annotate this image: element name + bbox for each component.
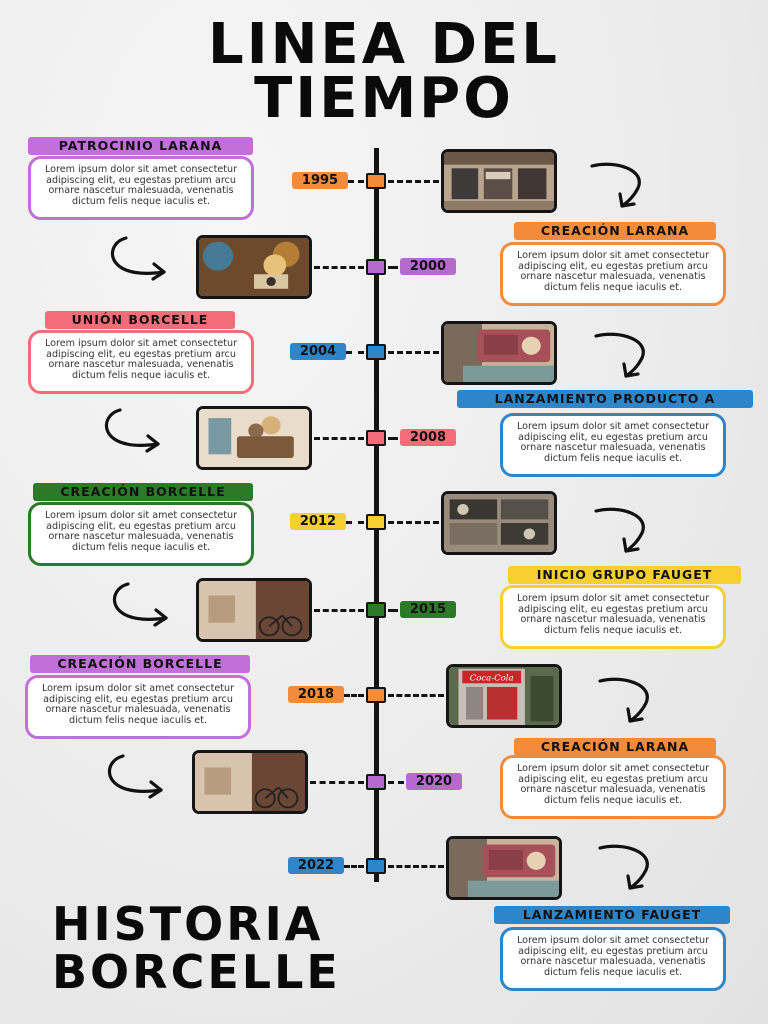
connector-dash — [314, 609, 364, 612]
footer-title: HISTORIA BORCELLE — [52, 900, 452, 996]
curved-arrow-icon — [103, 750, 171, 802]
curved-arrow-icon — [106, 232, 174, 284]
connector-dash — [310, 781, 364, 784]
curved-arrow-icon — [590, 505, 658, 557]
year-dash — [344, 865, 364, 868]
footer-line-1: HISTORIA — [52, 897, 324, 951]
curved-arrow-icon — [100, 404, 168, 456]
connector-dash — [388, 521, 439, 524]
year-badge: 2004 — [290, 343, 346, 360]
connector-dash — [388, 694, 444, 697]
curved-arrow-icon — [108, 578, 176, 630]
event-description-card: Lorem ipsum dolor sit amet consectetur a… — [500, 585, 726, 649]
connector-dash — [314, 266, 364, 269]
year-dash — [346, 521, 364, 524]
year-badge: 2020 — [406, 773, 462, 790]
timeline-node — [366, 602, 386, 618]
event-label: INICIO GRUPO FAUGET — [508, 566, 741, 584]
svg-text:Coca-Cola: Coca-Cola — [470, 673, 514, 683]
curved-arrow-icon — [590, 330, 658, 382]
vintage-radio-photo — [441, 321, 557, 385]
timeline-node — [366, 259, 386, 275]
event-description-card: Lorem ipsum dolor sit amet consectetur a… — [28, 502, 254, 566]
event-label: CREACIÓN BORCELLE — [33, 483, 253, 501]
footer-line-2: BORCELLE — [52, 945, 341, 999]
year-badge: 1995 — [292, 172, 348, 189]
event-label: LANZAMIENTO PRODUCTO A — [457, 390, 753, 408]
year-badge: 2000 — [400, 258, 456, 275]
event-label: LANZAMIENTO FAUGET — [494, 906, 730, 924]
timeline-node — [366, 173, 386, 189]
curved-arrow-icon — [594, 675, 662, 727]
flowers-camera-photo — [196, 235, 312, 299]
event-label: PATROCINIO LARANA — [28, 137, 253, 155]
bicycle-street-photo — [196, 578, 312, 642]
year-badge: 2022 — [288, 857, 344, 874]
year-dash — [388, 437, 398, 440]
event-label: CREACIÓN BORCELLE — [30, 655, 250, 673]
year-dash — [346, 351, 364, 354]
curved-arrow-icon — [594, 842, 662, 894]
event-description-card: Lorem ipsum dolor sit amet consectetur a… — [500, 755, 726, 819]
year-badge: 2008 — [400, 429, 456, 446]
connector-dash — [388, 865, 444, 868]
curved-arrow-icon — [586, 160, 654, 212]
connector-dash — [314, 437, 364, 440]
event-label: CREACIÓN LARANA — [514, 738, 716, 756]
year-dash — [348, 180, 364, 183]
event-label: UNIÓN BORCELLE — [45, 311, 235, 329]
year-dash — [344, 694, 364, 697]
year-badge: 2012 — [290, 513, 346, 530]
year-badge: 2018 — [288, 686, 344, 703]
timeline-node — [366, 514, 386, 530]
storefront-photo — [441, 149, 557, 213]
flowers-radio-photo — [196, 406, 312, 470]
cassette-players-photo — [441, 491, 557, 555]
vintage-radio-photo — [446, 836, 562, 900]
timeline-node — [366, 858, 386, 874]
coca-cola-machine-photo: Coca-Cola — [446, 664, 562, 728]
timeline-node — [366, 687, 386, 703]
event-description-card: Lorem ipsum dolor sit amet consectetur a… — [500, 242, 726, 306]
event-description-card: Lorem ipsum dolor sit amet consectetur a… — [500, 927, 726, 991]
title-line-1: LINEA DEL — [208, 12, 560, 77]
page-title: LINEA DEL TIEMPO — [0, 12, 768, 131]
event-description-card: Lorem ipsum dolor sit amet consectetur a… — [500, 413, 726, 477]
connector-dash — [388, 351, 439, 354]
event-description-card: Lorem ipsum dolor sit amet consectetur a… — [25, 675, 251, 739]
bicycle-street-photo — [192, 750, 308, 814]
year-badge: 2015 — [400, 601, 456, 618]
title-line-2: TIEMPO — [254, 66, 514, 131]
event-description-card: Lorem ipsum dolor sit amet consectetur a… — [28, 330, 254, 394]
connector-dash — [388, 180, 439, 183]
timeline-node — [366, 344, 386, 360]
year-dash — [388, 609, 398, 612]
event-label: CREACIÓN LARANA — [514, 222, 716, 240]
year-dash — [388, 266, 398, 269]
timeline-node — [366, 430, 386, 446]
event-description-card: Lorem ipsum dolor sit amet consectetur a… — [28, 156, 254, 220]
year-dash — [388, 781, 404, 784]
timeline-node — [366, 774, 386, 790]
